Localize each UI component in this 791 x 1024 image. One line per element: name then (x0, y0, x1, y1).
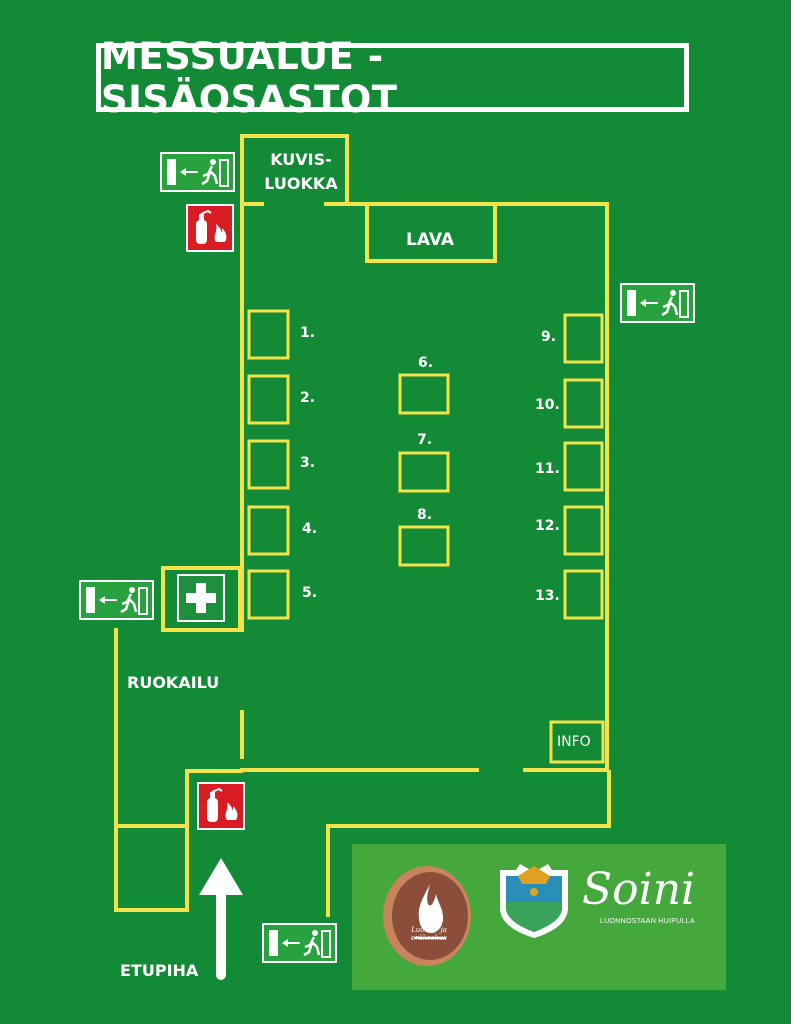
kuvisluokka-label: KUVIS- LUOKKA (263, 148, 339, 196)
fire-extinguisher-icon (197, 782, 245, 830)
emergency-exit-icon (79, 580, 154, 620)
stand-number: 7. (417, 432, 433, 448)
stand-8 (398, 525, 450, 567)
stand-number: 11. (535, 461, 560, 477)
stand-9 (563, 313, 604, 364)
stand-4 (247, 505, 290, 556)
kuvisluokka-line2: LUOKKA (264, 174, 338, 193)
stand-10 (563, 378, 604, 429)
stand-number: 3. (300, 455, 316, 471)
stand-13 (563, 569, 604, 620)
stand-3 (247, 439, 290, 490)
kuvisluokka-line1: KUVIS- (270, 150, 332, 169)
lava-stage (365, 202, 497, 263)
soini-tagline: LUONNOSTAAN HUIPULLA (600, 918, 695, 925)
luonto-logo-text: Luonto- ja eräkeskus (411, 926, 447, 942)
entrance-arrow-icon (199, 858, 243, 980)
lava-label: LAVA (406, 230, 454, 250)
soini-crest (496, 862, 572, 940)
stand-number: 13. (535, 588, 560, 604)
sponsor-logo-panel: Luonto- ja eräkeskus Soini LUONNOSTAAN H… (352, 844, 726, 990)
stand-number: 9. (541, 329, 557, 345)
emergency-exit-icon (160, 152, 235, 192)
stand-11 (563, 441, 604, 492)
map-title: MESSUALUE - SISÄOSASTOT (101, 34, 398, 121)
stand-5 (247, 569, 290, 620)
stand-number: 8. (417, 507, 433, 523)
soini-wordmark: Soini (582, 864, 696, 915)
emergency-exit-icon (262, 923, 337, 963)
stand-number: 12. (535, 518, 560, 534)
map-title-box: MESSUALUE - SISÄOSASTOT (96, 35, 689, 121)
stand-number: 4. (302, 521, 318, 537)
stand-number: 1. (300, 325, 316, 341)
first-aid-icon (177, 574, 225, 622)
stand-number: 10. (535, 397, 560, 413)
stand-12 (563, 505, 604, 556)
stand-6 (398, 373, 450, 415)
ruokailu-label: RUOKAILU (127, 673, 220, 692)
info-label: INFO (557, 734, 591, 750)
stand-number: 2. (300, 390, 316, 406)
info-box (549, 720, 605, 764)
stand-1 (247, 309, 290, 360)
fire-extinguisher-icon (186, 204, 234, 252)
stand-number: 6. (418, 355, 434, 371)
stand-7 (398, 451, 450, 493)
kuvisluokka-walls (240, 134, 349, 204)
luonto-logo: Luonto- ja eräkeskus (380, 864, 474, 968)
emergency-exit-icon (620, 283, 695, 323)
stand-number: 5. (302, 585, 318, 601)
stand-2 (247, 374, 290, 425)
etupiha-label: ETUPIHA (120, 961, 199, 980)
